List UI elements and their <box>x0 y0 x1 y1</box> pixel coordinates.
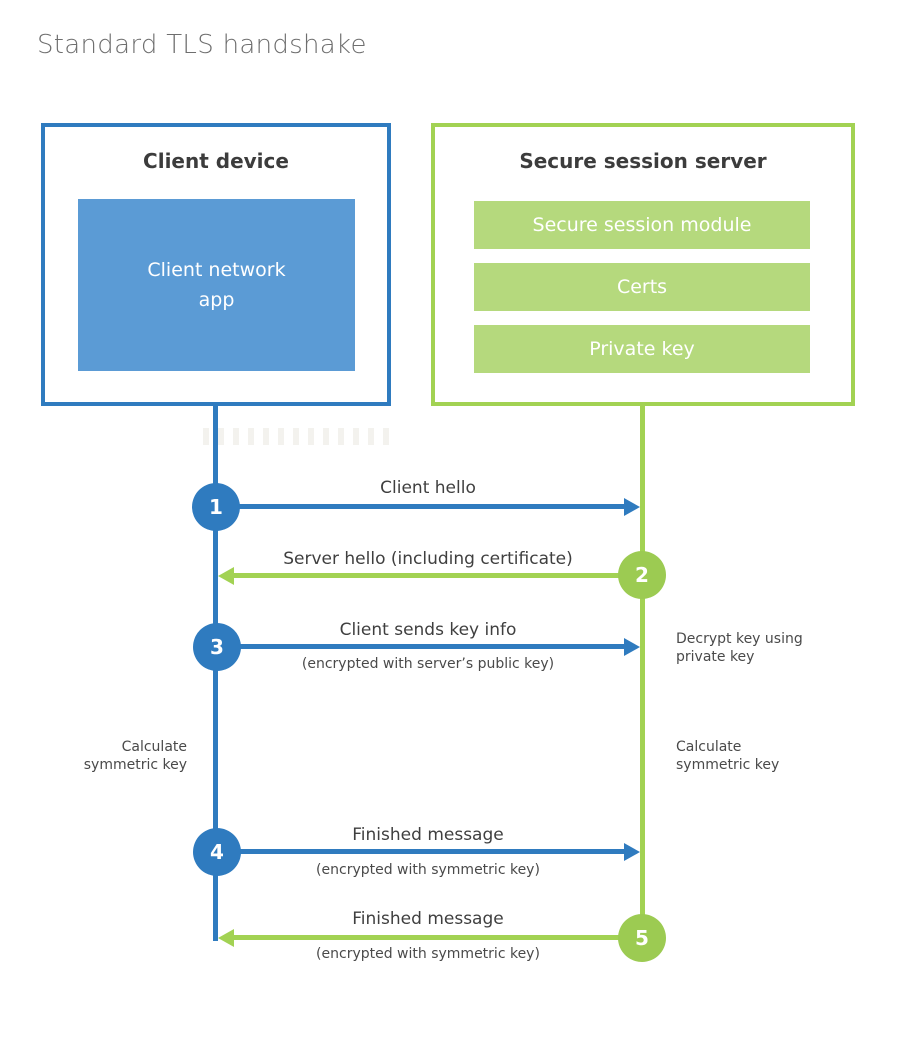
message-3-arrowhead-right-icon <box>624 638 640 656</box>
message-4-label: Finished message <box>352 825 504 845</box>
step-2-number: 2 <box>635 563 649 587</box>
message-1-label: Client hello <box>380 478 476 498</box>
step-3-circle: 3 <box>193 623 241 671</box>
step-5-circle: 5 <box>618 914 666 962</box>
message-5-subtext: (encrypted with symmetric key) <box>316 946 540 962</box>
client-network-app-label: Client network app <box>147 258 286 311</box>
note-decrypt-key: Decrypt key using private key <box>676 631 803 665</box>
step-2-circle: 2 <box>618 551 666 599</box>
secure-session-server-box: Secure session server Secure session mod… <box>431 123 855 406</box>
server-lifeline <box>640 405 645 938</box>
step-4-circle: 4 <box>193 828 241 876</box>
client-device-title: Client device <box>143 149 289 173</box>
message-4-arrowhead-right-icon <box>624 843 640 861</box>
server-module-certs: Certs <box>474 263 810 311</box>
server-module-private-key: Private key <box>474 325 810 373</box>
message-3-arrow-line <box>216 644 624 649</box>
note-calculate-symmetric-key-client: Calculate symmetric key <box>83 739 187 773</box>
server-module-label: Certs <box>616 276 668 298</box>
message-2-arrowhead-left-icon <box>218 567 234 585</box>
server-module-label: Secure session module <box>532 214 752 236</box>
client-network-app-box: Client network app <box>78 199 355 371</box>
message-3-subtext: (encrypted with server’s public key) <box>301 656 555 672</box>
client-device-box: Client device Client network app <box>41 123 391 406</box>
message-5-label: Finished message <box>352 909 504 929</box>
step-4-number: 4 <box>210 840 224 864</box>
message-2-label: Server hello (including certificate) <box>283 549 573 569</box>
faint-dashes-artifact <box>203 428 393 445</box>
message-4-subtext: (encrypted with symmetric key) <box>316 862 540 878</box>
secure-session-server-title: Secure session server <box>519 149 767 173</box>
step-1-circle: 1 <box>192 483 240 531</box>
step-5-number: 5 <box>635 926 649 950</box>
message-5-arrow-line <box>234 935 642 940</box>
message-5-arrowhead-left-icon <box>218 929 234 947</box>
step-1-number: 1 <box>209 495 223 519</box>
server-module-secure-session: Secure session module <box>474 201 810 249</box>
message-1-arrow-line <box>216 504 624 509</box>
server-module-label: Private key <box>589 338 695 360</box>
step-3-number: 3 <box>210 635 224 659</box>
message-2-arrow-line <box>234 573 642 578</box>
message-1-arrowhead-right-icon <box>624 498 640 516</box>
message-3-label: Client sends key info <box>339 620 517 640</box>
note-calculate-symmetric-key-server: Calculate symmetric key <box>676 739 780 773</box>
message-4-arrow-line <box>216 849 624 854</box>
client-lifeline <box>213 405 218 941</box>
page-title: Standard TLS handshake <box>37 30 367 60</box>
